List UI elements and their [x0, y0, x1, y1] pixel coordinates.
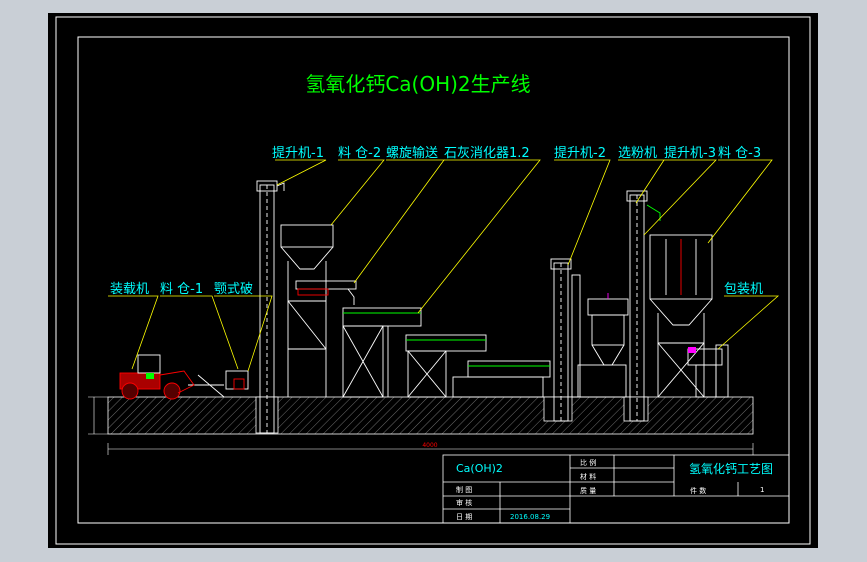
- label-bin-3: 料 仓-3: [718, 146, 761, 161]
- label-packer: 包装机: [724, 282, 763, 297]
- slaker-1: [342, 307, 422, 398]
- tb-review-label: 审 核: [456, 498, 472, 507]
- callout-leaders: [108, 159, 780, 372]
- label-screw-conveyor: 螺旋输送: [386, 145, 438, 161]
- tb-material-label: 材 料: [580, 472, 596, 481]
- wheel-loader: [119, 354, 195, 400]
- label-classifier: 选粉机: [618, 146, 657, 161]
- tb-drawing-name: 氢氧化钙工艺图: [689, 461, 773, 476]
- label-crusher: 颚式破: [214, 282, 253, 297]
- label-elevator-2: 提升机-2: [554, 145, 606, 161]
- outer-frame: [55, 16, 811, 545]
- slaker-2: [405, 334, 487, 398]
- ground-slab: [107, 396, 754, 435]
- tb-date-value: 2016.08.29: [510, 513, 550, 521]
- jaw-crusher: [188, 370, 249, 398]
- classifier: [577, 293, 629, 398]
- title-block: [442, 454, 790, 524]
- label-elevator-3: 提升机-3: [664, 145, 716, 161]
- slaker-3: [452, 360, 551, 398]
- bucket-elevator-1: [256, 180, 285, 434]
- title-block-text: Ca(OH)2 氢氧化钙工艺图 比 例 材 料 质 量 制 图 审 核 日 期 …: [456, 458, 773, 521]
- storage-bin-3: [649, 234, 713, 398]
- label-loader: 装载机: [110, 282, 149, 297]
- screw-conveyor: [295, 280, 357, 305]
- tb-pieces-value: 1: [760, 486, 764, 494]
- tb-mass-label: 质 量: [580, 486, 596, 495]
- pit-2: [543, 396, 573, 422]
- tb-scale-label: 比 例: [580, 458, 596, 467]
- tb-formula: Ca(OH)2: [456, 462, 503, 475]
- tb-drawn-label: 制 图: [456, 485, 472, 494]
- cad-viewport[interactable]: 氢氧化钙Ca(OH)2生产线 4000: [48, 13, 818, 548]
- bucket-elevator-2: [550, 258, 581, 422]
- tb-date-label: 日 期: [456, 513, 472, 521]
- tb-pieces-label: 件 数: [690, 486, 706, 495]
- callout-labels: 提升机-1 料 仓-2 螺旋输送 石灰消化器1.2 提升机-2 选粉机 提升机-…: [110, 145, 763, 297]
- packing-machine: [687, 344, 729, 398]
- label-bin-2: 料 仓-2: [338, 146, 381, 161]
- storage-bin-2: [280, 224, 334, 397]
- dimension-label: 4000: [422, 442, 437, 449]
- label-bin-1: 料 仓-1: [160, 282, 203, 297]
- label-slaker: 石灰消化器1.2: [444, 146, 530, 161]
- inner-frame: [77, 36, 790, 524]
- drawing-title: 氢氧化钙Ca(OH)2生产线: [305, 72, 530, 96]
- bucket-elevator-3: [626, 190, 661, 422]
- process-drawing: 氢氧化钙Ca(OH)2生产线 4000: [55, 16, 811, 545]
- label-elevator-1: 提升机-1: [272, 145, 324, 161]
